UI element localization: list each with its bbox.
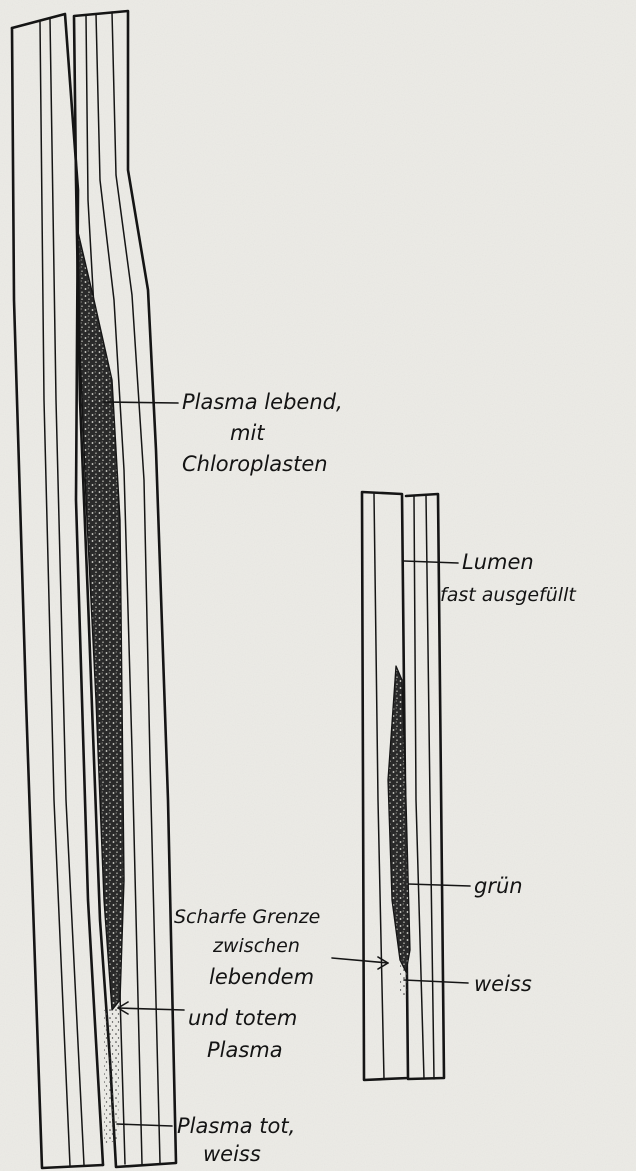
label-weiss-right: weiss [474,972,532,997]
label-chloroplasten: Chloroplasten [182,452,328,477]
label-lebendem: lebendem [209,965,314,990]
label-fast-ausgefuellt: fast ausgefüllt [440,583,576,608]
label-plasma-tot: Plasma tot, [177,1114,295,1139]
label-plasma-lebend: Plasma lebend, [182,390,343,415]
label-lumen: Lumen [462,550,534,575]
label-und-totem: und totem [188,1006,297,1031]
label-scharfe-grenze: Scharfe Grenze [174,905,320,930]
label-gruen: grün [474,874,523,899]
label-mit: mit [230,421,265,446]
label-plasma-boundary: Plasma [207,1038,283,1063]
label-weiss-bottom: weiss [203,1142,261,1167]
leader-plasma-living [104,402,178,403]
label-zwischen: zwischen [213,934,300,959]
